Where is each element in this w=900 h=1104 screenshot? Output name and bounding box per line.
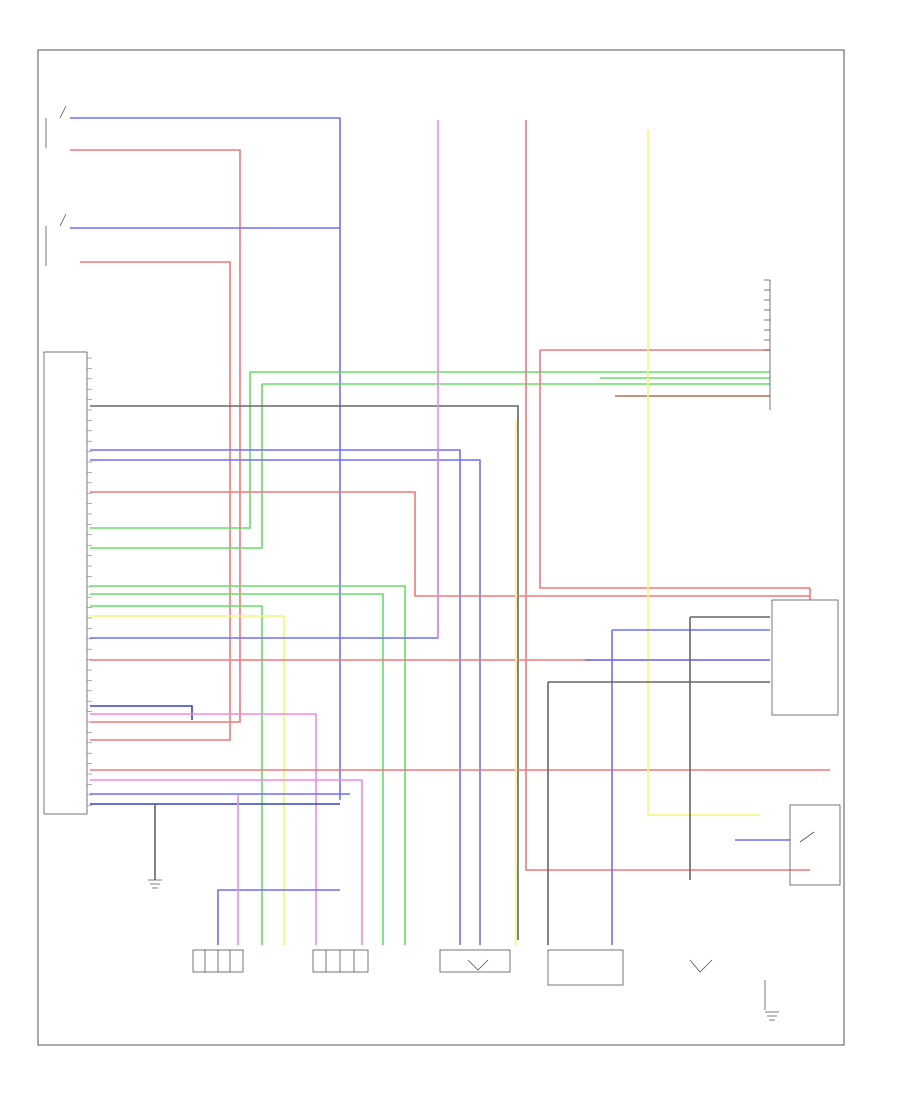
- wire-gray-3: [689, 616, 770, 880]
- actuator-left: [192, 949, 244, 973]
- wire-blue-5: [90, 448, 439, 639]
- wire-red-7: [525, 120, 810, 871]
- wire-gray-4: [547, 681, 770, 945]
- wire-green-6: [90, 605, 263, 945]
- diagram-frame: [37, 49, 845, 1046]
- ecu-pin-column: [87, 357, 92, 806]
- wire-green-4: [90, 585, 406, 945]
- wire-red-4: [90, 491, 810, 597]
- wire-red-3: [539, 349, 810, 589]
- wire-blue-1: [70, 117, 341, 800]
- wire-green-5: [90, 593, 384, 945]
- wire-green-1: [90, 371, 770, 529]
- ground-symbols: [148, 879, 779, 1021]
- wire-red-1: [70, 149, 241, 723]
- sensor-connector-top-left: [45, 105, 67, 266]
- wire-pink-2: [90, 779, 363, 945]
- actuator-right: [439, 949, 511, 973]
- wire-blue-10: [217, 889, 340, 945]
- wire-red-2: [80, 261, 231, 741]
- actuator-far-right: [689, 959, 713, 973]
- relay-switch: [789, 804, 841, 886]
- wire-gray-1: [90, 405, 519, 940]
- wire-blue-4: [90, 459, 481, 945]
- instrument-panel-connector: [764, 279, 771, 410]
- switch-contact: [799, 831, 815, 843]
- ecu-module: [43, 351, 88, 815]
- wire-green-2: [90, 383, 770, 549]
- wire-blue-8: [611, 629, 770, 945]
- connector-block-right: [771, 599, 839, 716]
- wire-group: [70, 117, 830, 945]
- wire-pink-1: [90, 713, 317, 945]
- wire-yellow-1: [90, 615, 285, 945]
- actuator-center: [312, 949, 369, 973]
- sensor-block: [547, 949, 624, 986]
- wire-darkblue-1: [90, 705, 193, 720]
- wire-blue-3: [90, 449, 461, 945]
- wire-yellow-2: [647, 130, 760, 816]
